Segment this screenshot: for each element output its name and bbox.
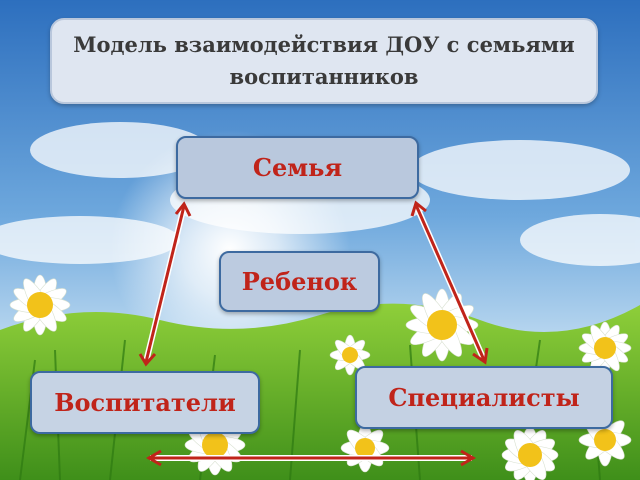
title-box: Модель взаимодействия ДОУ с семьями восп… bbox=[50, 18, 598, 104]
diagram-title: Модель взаимодействия ДОУ с семьями восп… bbox=[73, 32, 575, 89]
node-teachers: Воспитатели bbox=[30, 371, 260, 434]
node-specialists: Специалисты bbox=[355, 366, 613, 429]
node-family: Семья bbox=[176, 136, 419, 199]
node-child: Ребенок bbox=[219, 251, 380, 312]
